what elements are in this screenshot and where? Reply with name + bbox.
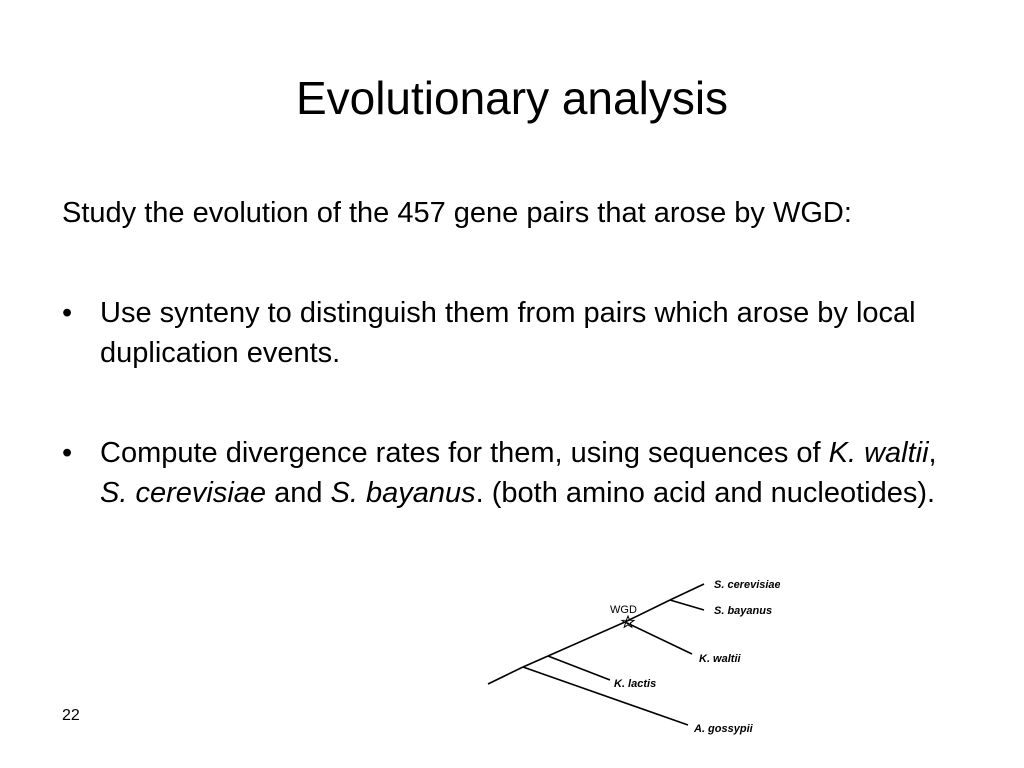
species-k-waltii: K. waltii — [828, 437, 929, 469]
bullet-item-divergence: • Compute divergence rates for them, usi… — [62, 433, 962, 513]
tree-branch-post-wgd — [624, 599, 671, 623]
species-s-bayanus: S. bayanus — [330, 477, 476, 509]
tree-branch-s-cerevisiae — [669, 583, 705, 601]
tree-branch-k-waltii — [624, 621, 693, 655]
bullet-text-after: . (both amino acid and nucleotides). — [475, 477, 936, 509]
tree-branch-s-bayanus — [669, 599, 705, 611]
tree-branch-a-gossypii — [522, 666, 689, 726]
star-icon — [620, 614, 636, 629]
leaf-label: S. bayanus — [714, 605, 772, 617]
leaf-label: K. waltii — [699, 653, 742, 665]
bullet-text: Use synteny to distinguish them from pai… — [100, 297, 916, 369]
tree-branch-k-lactis — [547, 655, 611, 681]
species-s-cerevisiae: S. cerevisiae — [100, 477, 267, 509]
tree-branch-wgd-stem — [547, 621, 626, 657]
tree-branch-root — [487, 666, 524, 685]
bullet-item-synteny: • Use synteny to distinguish them from p… — [62, 293, 962, 373]
page-number: 22 — [62, 707, 80, 724]
bullet-icon: • — [62, 437, 73, 469]
slide-body: Study the evolution of the 457 gene pair… — [62, 193, 962, 513]
separator: and — [266, 477, 331, 509]
phylogenetic-tree: WGD S. cerevisiae S. bayanus K. waltii K… — [487, 579, 780, 735]
intro-text: Study the evolution of the 457 gene pair… — [62, 197, 852, 229]
leaf-label: K. lactis — [614, 678, 656, 690]
bullet-text-before: Compute divergence rates for them, using… — [100, 437, 829, 469]
wgd-label: WGD — [610, 604, 637, 616]
leaf-label: S. cerevisiae — [714, 579, 780, 591]
tree-branch-inner — [522, 655, 549, 668]
separator: , — [928, 437, 937, 469]
bullet-icon: • — [62, 297, 73, 329]
tree-branches — [487, 583, 705, 726]
slide-title: Evolutionary analysis — [295, 72, 729, 124]
leaf-label: A. gossypii — [693, 723, 754, 735]
